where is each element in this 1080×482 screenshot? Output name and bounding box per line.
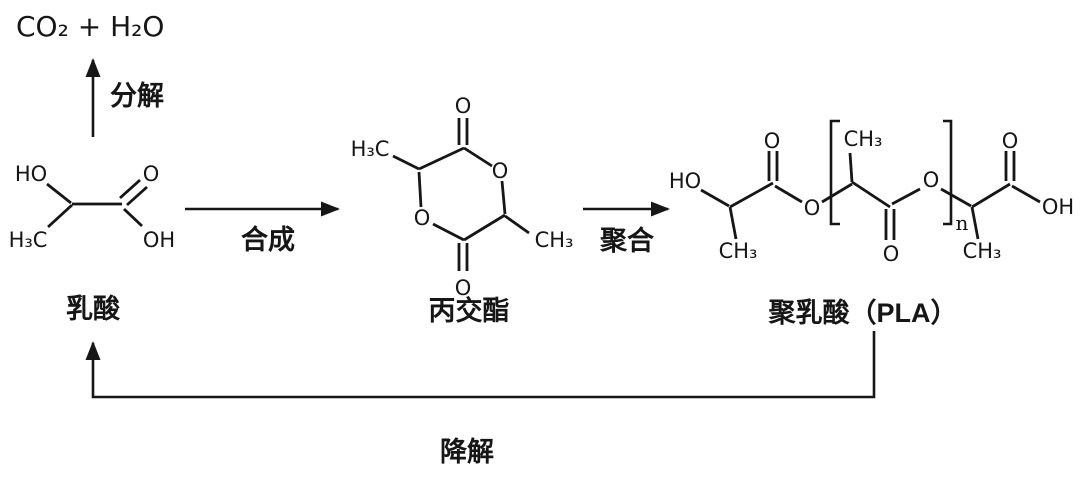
atom-label-ch3: CH₃ [535, 228, 574, 252]
lactic-acid-name: 乳酸 [66, 294, 121, 324]
atom-label-oh: OH [1042, 195, 1074, 219]
lactic-acid-bonds [46, 178, 148, 229]
lactic-acid-structure: HO H₃C O OH 乳酸 [9, 162, 176, 324]
byproducts-formula: CO₂ + H₂O [16, 10, 164, 43]
atom-label-o: O [143, 162, 160, 186]
atom-label-o-top: O [455, 94, 472, 118]
atom-label-o-ester-right: O [923, 168, 940, 192]
repeat-bracket-right [943, 119, 953, 226]
atom-label-o-ester-left: O [804, 196, 821, 220]
pla-name: 聚乳酸（PLA） [768, 298, 958, 328]
atom-label-oh: OH [143, 228, 175, 252]
atom-label-o-right: O [492, 159, 509, 183]
atom-label-o-bottom: O [455, 276, 472, 300]
atom-label-ho: HO [669, 169, 701, 193]
repeat-bracket-left [829, 119, 840, 226]
atom-label-ch3-end-right: CH₃ [963, 239, 1002, 263]
degrade-arrow [85, 331, 876, 399]
atom-label-o-left: O [414, 206, 431, 230]
atom-label-ho: HO [15, 162, 47, 186]
atom-label-o-carbonyl-left: O [764, 129, 781, 153]
pla-bonds [700, 151, 1041, 240]
atom-label-ch3-repeat: CH₃ [844, 127, 883, 151]
lactide-structure: H₃C O O O O CH₃ 丙交酯 [351, 94, 574, 326]
atom-label-ch3-end-left: CH₃ [719, 239, 758, 263]
repeat-subscript-n: n [956, 211, 969, 235]
atom-label-o-carbonyl-repeat: O [883, 242, 900, 266]
decompose-label: 分解 [110, 81, 164, 111]
polymerize-label: 聚合 [599, 225, 654, 256]
atom-label-h3c: H₃C [351, 137, 390, 161]
synthesize-label: 合成 [241, 224, 295, 255]
lactide-name: 丙交酯 [429, 295, 510, 326]
pla-structure: HO CH₃ O O CH₃ O O n CH₃ O OH 聚乳酸（PLA） [669, 119, 1074, 328]
atom-label-h3c: H₃C [9, 228, 48, 252]
lactide-bonds [392, 118, 530, 271]
atom-label-o-carbonyl-right: O [1002, 129, 1019, 153]
degrade-label: 降解 [440, 437, 494, 467]
